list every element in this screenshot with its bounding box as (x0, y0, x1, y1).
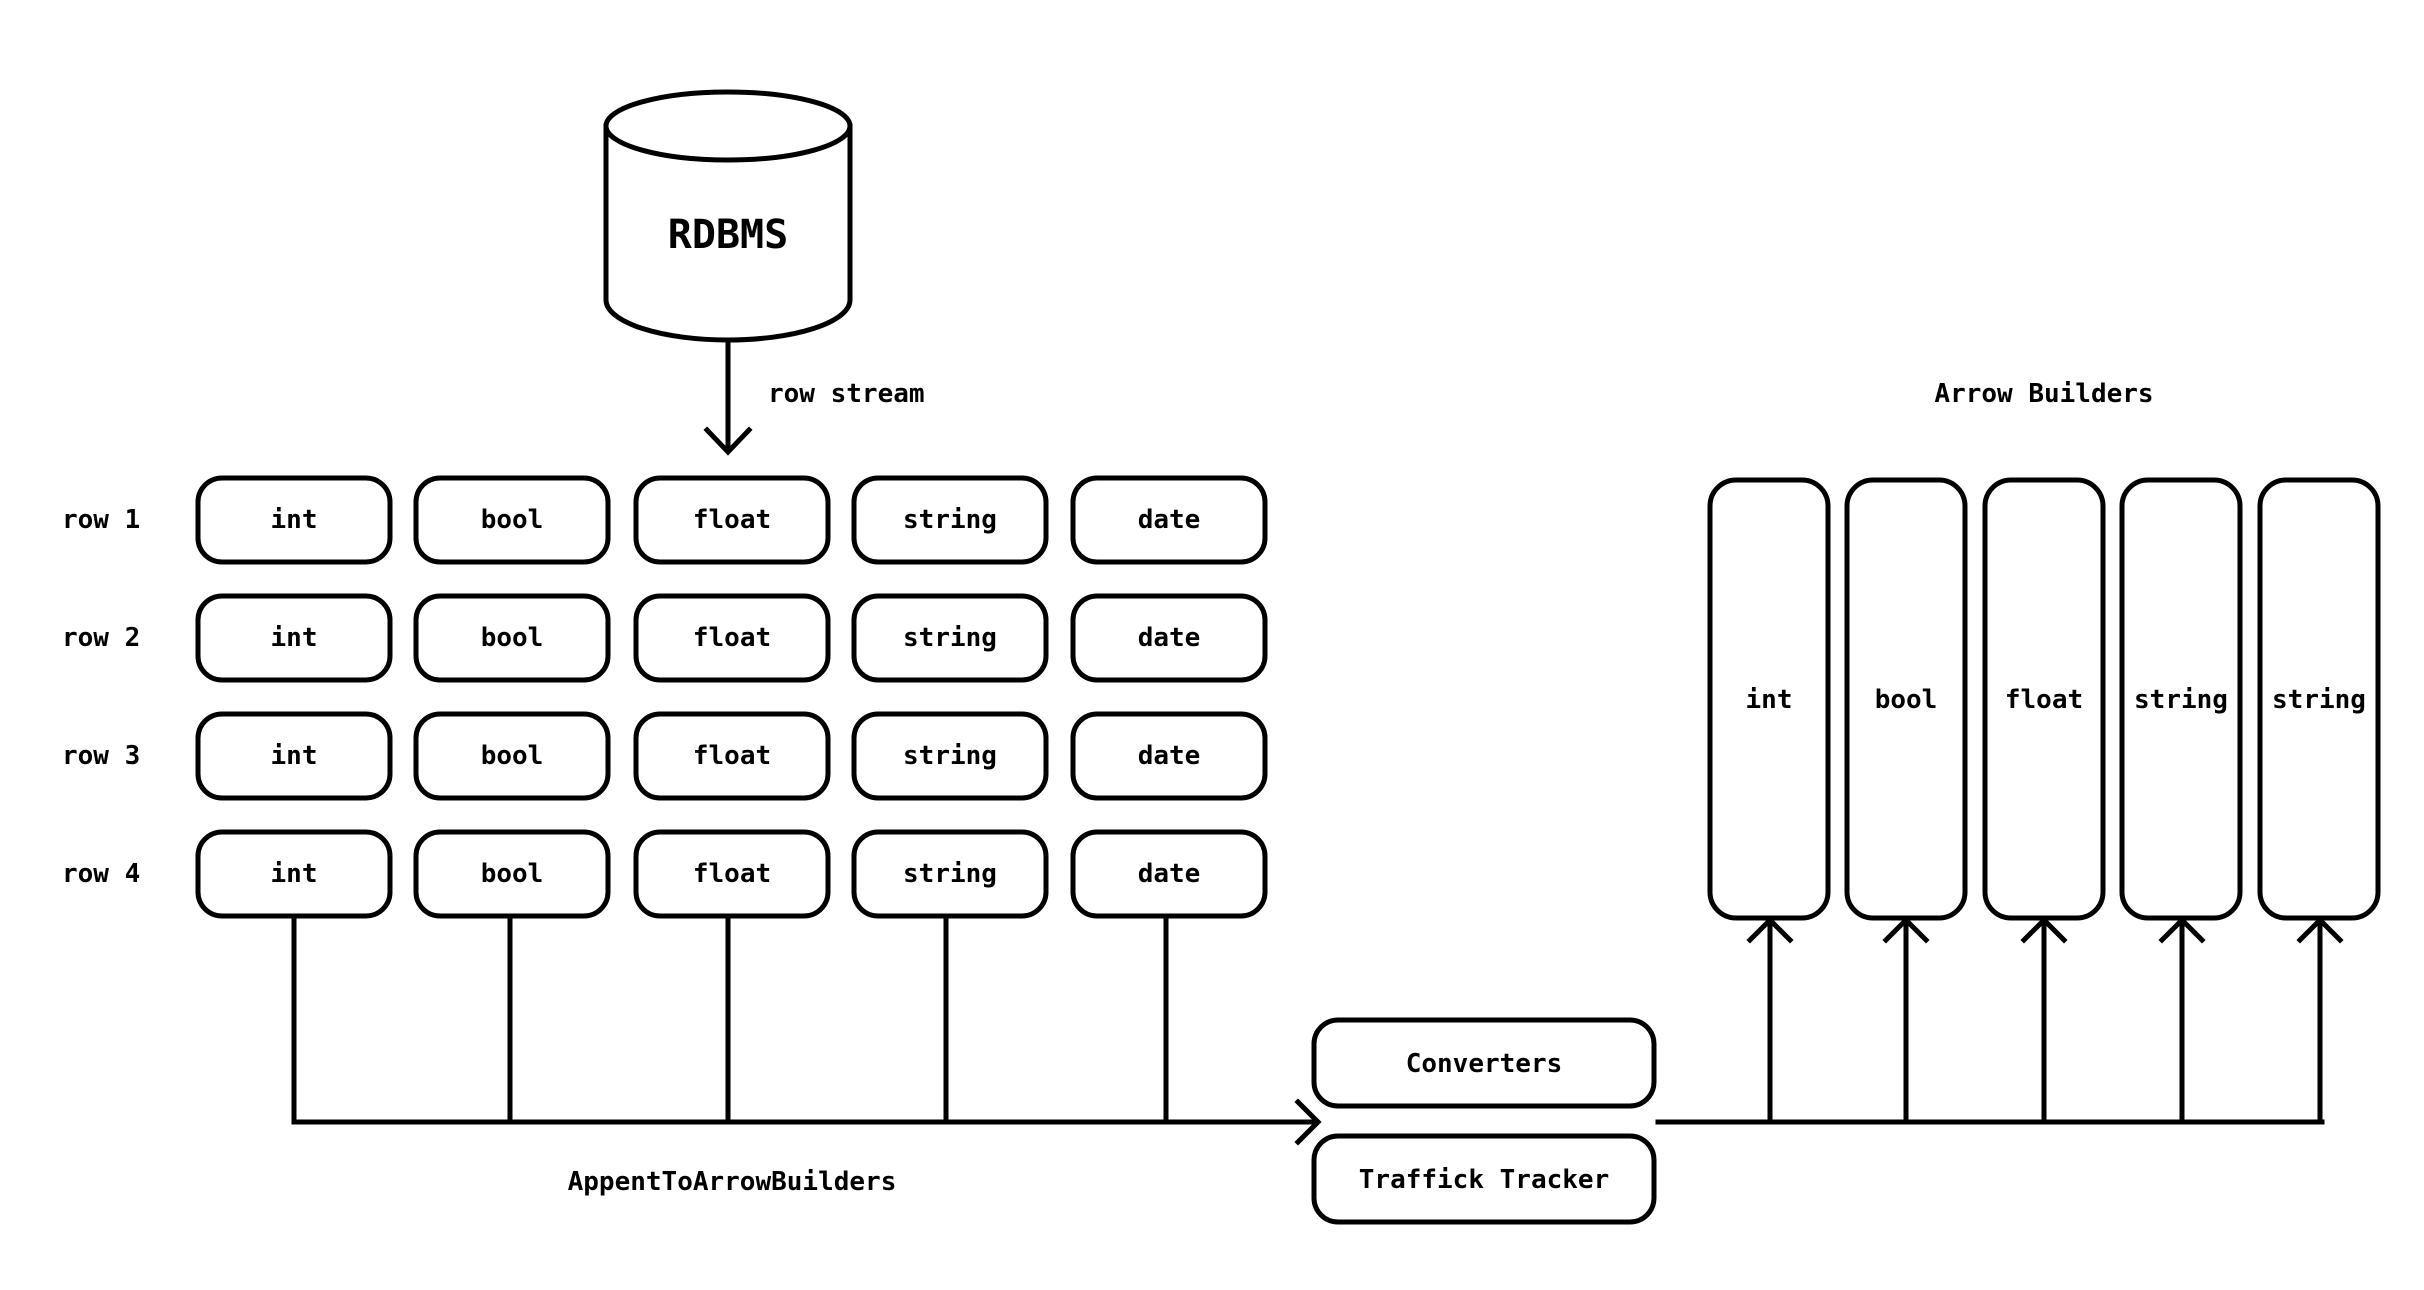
row-cell (851, 593, 1049, 683)
row-1: int bool float string date (195, 475, 1268, 565)
row-stream-label: row stream (768, 379, 925, 409)
builder-column (1982, 477, 2106, 921)
builder-column (2257, 477, 2381, 921)
cell-label: float (693, 859, 771, 889)
cell-label: float (693, 741, 771, 771)
cell-label: date (1138, 505, 1201, 535)
builder-label: float (2005, 685, 2083, 715)
row-cell (851, 829, 1049, 919)
cell-label: float (693, 623, 771, 653)
row-cell (851, 475, 1049, 565)
traffic-tracker-box: Traffick Tracker (1311, 1133, 1657, 1225)
cell-label: int (271, 505, 318, 535)
builder-column (1844, 477, 1968, 921)
cell-label: bool (481, 505, 544, 535)
builder-label: int (1746, 685, 1793, 715)
row-cell (1070, 829, 1268, 919)
cell-label: float (693, 505, 771, 535)
row-cell (1070, 711, 1268, 801)
row-cell (851, 711, 1049, 801)
cell-label: date (1138, 741, 1201, 771)
row-cell (195, 475, 393, 565)
append-bus (291, 913, 1322, 1146)
builders-title: Arrow Builders (1934, 379, 2153, 409)
cell-label: date (1138, 859, 1201, 889)
row-cell (195, 711, 393, 801)
cell-label: int (271, 741, 318, 771)
cell-label: bool (481, 859, 544, 889)
row-cell (633, 475, 831, 565)
traffic-tracker-label: Traffick Tracker (1359, 1165, 1609, 1195)
row-cell (1070, 593, 1268, 683)
row-4: int bool float string date (195, 829, 1268, 919)
row-label: row 1 (62, 505, 140, 535)
converters-box: Converters (1311, 1017, 1657, 1109)
row-label: row 2 (62, 623, 140, 653)
cell-label: int (271, 859, 318, 889)
row-cell (413, 593, 611, 683)
cell-label: string (903, 741, 997, 771)
row-label: row 4 (62, 859, 140, 889)
cell-label: bool (481, 623, 544, 653)
row-cell (195, 593, 393, 683)
arrow-builders: int bool float string string (1707, 477, 2381, 921)
append-label: AppentToArrowBuilders (568, 1167, 897, 1197)
builder-column (2119, 477, 2243, 921)
cell-label: date (1138, 623, 1201, 653)
row-stream-arrow (703, 339, 753, 456)
rdbms-label: RDBMS (668, 212, 788, 258)
builder-label: string (2134, 685, 2228, 715)
row-2: int bool float string date (195, 593, 1268, 683)
builder-label: bool (1875, 685, 1938, 715)
cell-label: bool (481, 741, 544, 771)
row-cell (633, 829, 831, 919)
cell-label: string (903, 859, 997, 889)
cell-label: int (271, 623, 318, 653)
builder-column (1707, 477, 1831, 921)
row-3: int bool float string date (195, 711, 1268, 801)
row-cell (633, 711, 831, 801)
row-cell (413, 711, 611, 801)
rdbms-database: RDBMS (603, 89, 853, 343)
row-cell (1070, 475, 1268, 565)
row-cell (413, 475, 611, 565)
converters-label: Converters (1406, 1049, 1563, 1079)
row-label: row 3 (62, 741, 140, 771)
builders-bus (1655, 916, 2344, 1125)
builder-label: string (2272, 685, 2366, 715)
cell-label: string (903, 623, 997, 653)
row-cell (633, 593, 831, 683)
cell-label: string (903, 505, 997, 535)
